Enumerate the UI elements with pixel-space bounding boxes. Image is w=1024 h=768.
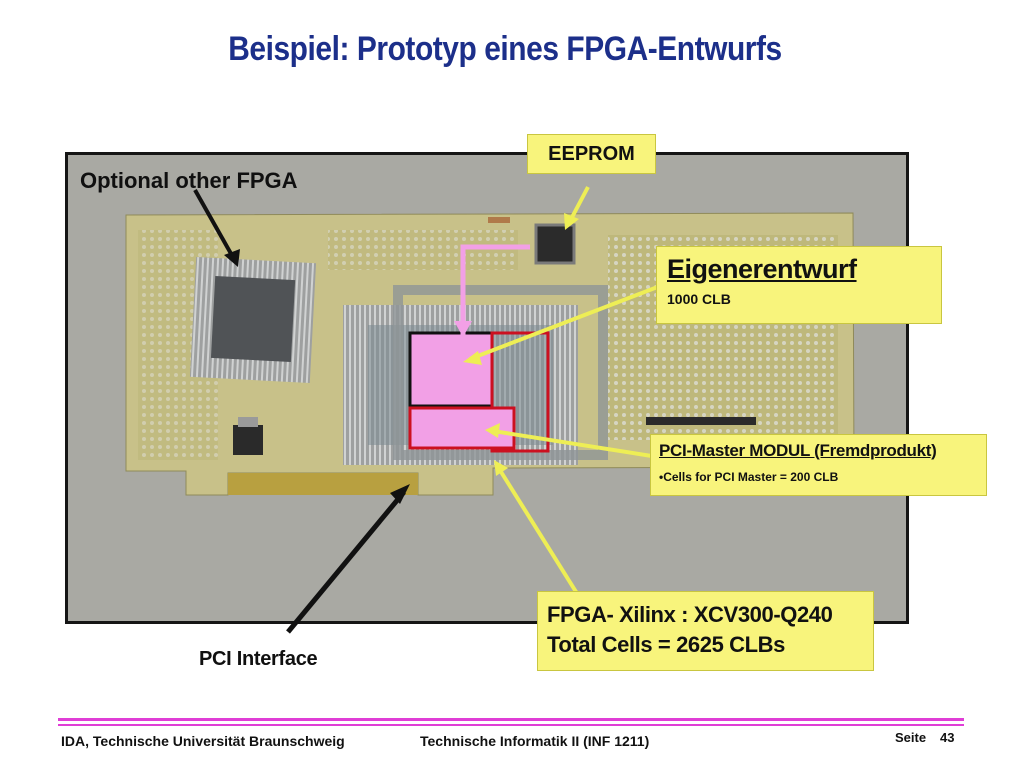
eeprom-chip xyxy=(534,223,576,265)
pci-edge-connector xyxy=(228,473,418,495)
footer-page-label: Seite xyxy=(895,730,927,745)
pci-master-title: PCI-Master MODUL (Fremdprodukt) xyxy=(659,441,937,460)
eigenentwurf-region xyxy=(408,331,494,408)
arrow-eigenentwurf xyxy=(463,281,669,365)
fpga-callout: FPGA- Xilinx : XCV300-Q240 Total Cells =… xyxy=(537,591,874,671)
fpga-red-outline xyxy=(490,331,550,453)
footer-rule-top xyxy=(58,718,964,721)
fpga-line2: Total Cells = 2625 CLBs xyxy=(547,632,785,657)
eigenentwurf-title: Eigenerentwurf xyxy=(667,254,857,284)
slide-title: Beispiel: Prototyp eines FPGA-Entwurfs xyxy=(228,30,782,68)
footer-course: Technische Informatik II (INF 1211) xyxy=(420,733,650,749)
footer-rule-bottom xyxy=(58,724,964,726)
pci-master-callout: PCI-Master MODUL (Fremdprodukt) •Cells f… xyxy=(650,434,987,496)
footer-institution: IDA, Technische Universität Braunschweig xyxy=(61,733,345,749)
arrow-fpga xyxy=(494,460,585,605)
eeprom-callout: EEPROM xyxy=(527,134,656,174)
arrow-optional-fpga xyxy=(193,189,240,267)
pci-interface-label: PCI Interface xyxy=(199,648,318,670)
pci-master-module xyxy=(393,285,608,460)
footer-page-number: 43 xyxy=(940,730,955,745)
fpga-line1: FPGA- Xilinx : XCV300-Q240 xyxy=(547,602,833,627)
optional-fpga-label: Optional other FPGA xyxy=(80,168,298,193)
eigenentwurf-callout: Eigenerentwurf 1000 CLB xyxy=(656,246,942,324)
eeprom-link xyxy=(460,244,530,335)
pci-master-bullet: •Cells for PCI Master = 200 CLB xyxy=(659,470,839,484)
arrow-eeprom xyxy=(564,186,590,230)
eigenentwurf-sub: 1000 CLB xyxy=(667,291,731,307)
arrow-pci-master xyxy=(485,423,659,459)
